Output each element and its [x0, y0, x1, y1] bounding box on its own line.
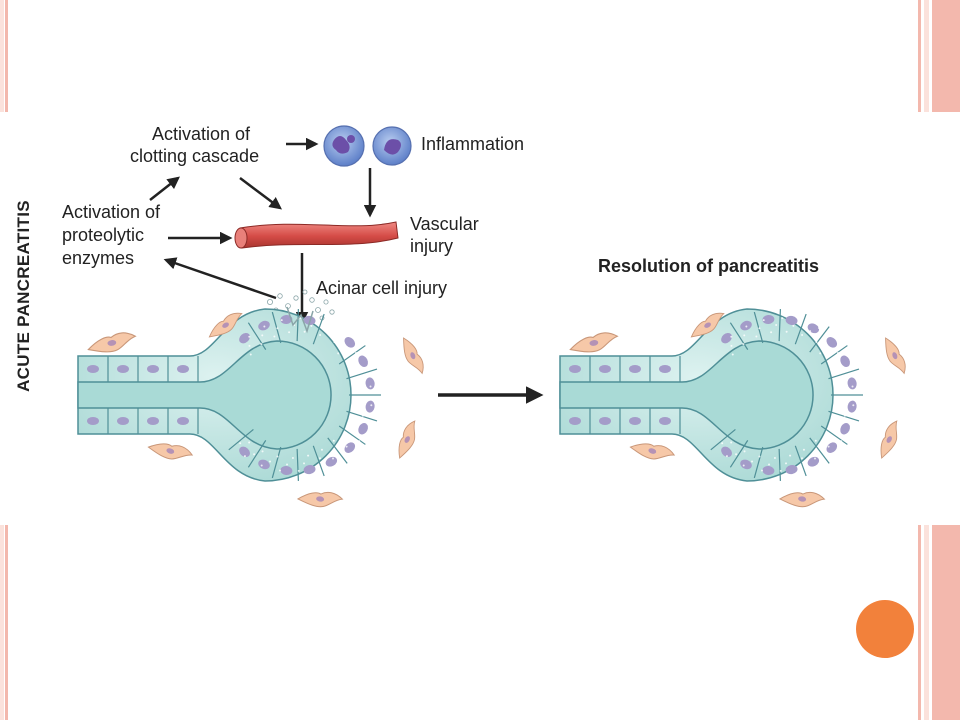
decor-stripe — [924, 525, 929, 720]
arrow — [163, 257, 277, 300]
inflammation-label: Inflammation — [421, 134, 525, 154]
arrow — [149, 176, 180, 201]
decor-stripe — [5, 525, 8, 720]
clotting-label-line2: clotting cascade — [130, 146, 260, 166]
fibroblast-icon — [778, 491, 826, 508]
inflammatory-cell-icon — [372, 126, 412, 166]
fibroblast-icon — [208, 312, 243, 338]
vascular-label-line1: Vascular — [410, 214, 479, 234]
fibroblast-icon — [880, 420, 898, 459]
fibroblast-icon — [690, 312, 725, 338]
resolution-title: Resolution of pancreatitis — [598, 256, 820, 276]
proteolytic-label-line2: proteolytic — [62, 225, 145, 245]
acinus-resolved — [559, 308, 906, 508]
arrow — [239, 177, 282, 210]
side-title-text: ACUTE PANCREATITIS — [14, 200, 33, 392]
decor-stripe — [932, 0, 960, 112]
acinar-label: Acinar cell injury — [316, 278, 448, 298]
vascular-label-line2: injury — [410, 236, 454, 256]
proteolytic-label-line3: enzymes — [62, 248, 135, 268]
fibroblast-icon — [885, 337, 906, 375]
inflammatory-cell-icon — [323, 125, 365, 167]
decor-stripe — [918, 525, 921, 720]
decor-stripe — [918, 0, 921, 112]
decor-stripe — [0, 0, 4, 112]
clotting-label-line1: Activation of — [152, 124, 251, 144]
fibroblast-icon — [87, 332, 137, 353]
fibroblast-icon — [569, 332, 619, 353]
decor-stripe — [5, 0, 8, 112]
accent-dot — [856, 600, 914, 658]
fibroblast-icon — [398, 420, 416, 459]
blood-vessel-icon — [234, 221, 399, 249]
fibroblast-icon — [629, 443, 676, 460]
decor-stripe — [924, 0, 929, 112]
fibroblast-icon — [147, 443, 194, 460]
acinus-injured — [77, 306, 424, 508]
fibroblast-icon — [403, 337, 424, 375]
decor-stripe — [0, 525, 4, 720]
decor-stripe — [932, 525, 960, 720]
fibroblast-icon — [296, 491, 344, 508]
proteolytic-label-line1: Activation of — [62, 202, 161, 222]
